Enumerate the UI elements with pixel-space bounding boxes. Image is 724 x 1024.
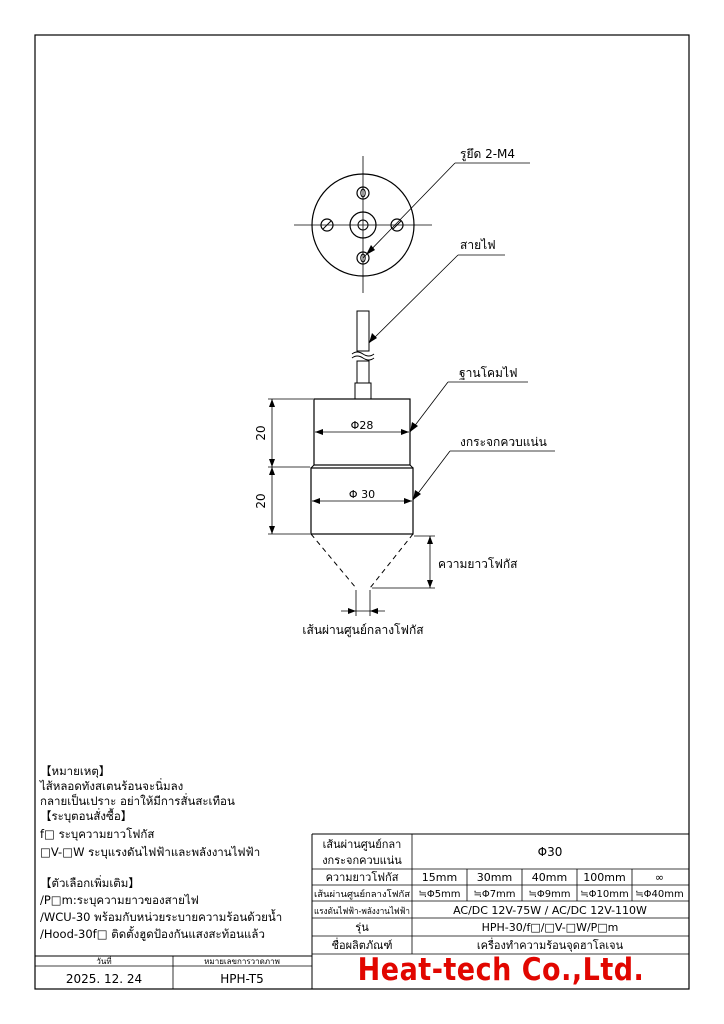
focal-diameter-cell-1: ≒Φ7mm (473, 889, 515, 900)
focal-diameter-cell-2: ≒Φ9mm (528, 889, 570, 900)
focal-cone-right (369, 533, 414, 589)
voltage-row-label: แรงดันไฟฟ้า-พลังงานไฟฟ้า (314, 906, 410, 917)
center-bore (349, 211, 377, 239)
glass-holder-label: งกระจกควบแน่น (460, 435, 547, 449)
option-line-3: /Hood-30f□ ติดตั้งฮูดป้องกันแสงสะท้อนแล้… (40, 927, 265, 941)
rivet-leader (362, 162, 530, 259)
flange-outline (311, 173, 415, 277)
drawing-no-value: HPH-T5 (220, 972, 263, 986)
drawing-frame (34, 34, 690, 990)
model-row-label: รุ่น (355, 921, 369, 934)
focal-length-cell-4: ∞ (655, 871, 664, 884)
dim-heights (268, 398, 313, 535)
focal-diameter-cell-0: ≒Φ5mm (418, 889, 460, 900)
lamp-base-leader (409, 381, 528, 433)
cable-leader (368, 254, 505, 344)
focal-length-cells: 15mm 30mm 40mm 100mm ∞ (422, 871, 664, 884)
focal-diameter-cell-3: ≒Φ10mm (580, 889, 628, 900)
dim-focal-diameter (341, 590, 385, 616)
diameter-value: Φ30 (538, 845, 563, 859)
drawing-no-label: หมายเลขการวาดภาพ (204, 957, 280, 966)
order-line-2: □V-□W ระบุแรงดันไฟฟ้าและพลังงานไฟฟ้า (40, 845, 261, 859)
focal-cone-left (310, 533, 357, 589)
option-line-1: /P□m:ระบุความยาวของสายไฟ (40, 893, 199, 907)
diameter-label-line2: งกระจกควบแน่น (322, 854, 402, 867)
spec-table-grid (311, 833, 689, 989)
date-label: วันที่ (96, 955, 111, 966)
option-line-2: /WCU-30 พร้อมกับหน่วยระบายความร้อนด้วยน้… (40, 910, 283, 924)
hole-top (356, 186, 370, 200)
focal-length-cell-1: 30mm (477, 871, 512, 884)
dim-focal-length (372, 535, 435, 589)
upper-height-label: 20 (254, 425, 268, 440)
hole-right (390, 218, 404, 232)
product-value: เครื่องทำความร้อนจุดฮาโลเจน (477, 937, 624, 952)
company-logo: Heat-tech Co.,Ltd. (357, 952, 645, 989)
notes-header: 【หมายเหตุ】 (40, 764, 111, 778)
focal-length-cell-0: 15mm (422, 871, 457, 884)
hole-left (320, 218, 334, 232)
upper-diameter-label: Φ28 (351, 419, 374, 432)
options-header: 【ตัวเลือกเพิ่มเติม】 (40, 876, 140, 890)
voltage-value: AC/DC 12V-75W / AC/DC 12V-110W (453, 904, 647, 917)
order-header: 【ระบุตอนสั่งซื้อ】 (40, 809, 133, 823)
notes-line-1: ไส้หลอดทังสเตนร้อนจะนิ่มลง (40, 779, 184, 793)
cable-lower (356, 360, 370, 384)
side-view (310, 310, 414, 589)
cable-label: สายไฟ (460, 238, 496, 252)
focal-length-label: ความยาวโฟกัส (438, 557, 518, 571)
focal-length-cell-2: 40mm (532, 871, 567, 884)
title-block-left (35, 955, 312, 989)
cable-neck (354, 382, 372, 400)
lower-height-label: 20 (254, 493, 268, 508)
dim-lower-diameter (312, 498, 412, 504)
break-symbol (351, 351, 375, 357)
lower-diameter-label: Φ 30 (349, 488, 375, 501)
focal-diameter-cell-4: ≒Φ40mm (635, 889, 683, 900)
diameter-label-line1: เส้นผ่านศูนย์กลา (323, 838, 402, 851)
focal-length-cell-3: 100mm (583, 871, 625, 884)
top-view (294, 156, 432, 293)
focal-diameter-row-label: เส้นผ่านศูนย์กลางโฟกัส (314, 888, 411, 900)
focal-length-row-label: ความยาวโฟกัส (326, 870, 399, 884)
glass-holder-body (310, 467, 414, 535)
focal-diameter-label: เส้นผ่านศูนย์กลางโฟกัส (302, 623, 424, 638)
cable-upper (356, 310, 370, 352)
product-row-label: ชื่อผลิตภัณฑ์ (332, 937, 393, 952)
hole-bottom (356, 251, 370, 265)
order-line-1: f□ ระบุความยาวโฟกัส (40, 827, 155, 841)
date-value: 2025. 12. 24 (66, 972, 142, 986)
lamp-base-label: ฐานโคมไฟ (459, 366, 517, 380)
notes-line-2: กลายเป็นเปราะ อย่าให้มีการสั่นสะเทือน (40, 794, 235, 808)
focal-diameter-cells: ≒Φ5mm ≒Φ7mm ≒Φ9mm ≒Φ10mm ≒Φ40mm (418, 889, 683, 900)
dim-upper-diameter (315, 429, 409, 435)
model-value: HPH-30/f□/□V-□W/P□m (482, 921, 619, 934)
glass-holder-leader (412, 450, 555, 501)
notes-block: 【หมายเหตุ】 ไส้หลอดทังสเตนร้อนจะนิ่มลง กล… (40, 764, 282, 942)
rivet-label: รูยึด 2-M4 (460, 147, 515, 162)
center-pin (357, 219, 369, 231)
